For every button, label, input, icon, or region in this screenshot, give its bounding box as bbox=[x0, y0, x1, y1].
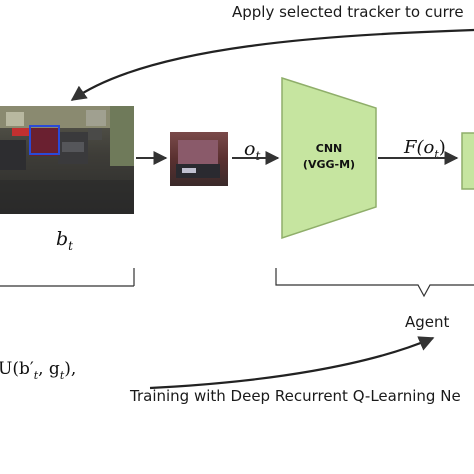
top-caption: Apply selected tracker to curre bbox=[232, 3, 464, 21]
bottom-caption: Training with Deep Recurrent Q-Learning … bbox=[129, 387, 461, 405]
cnn-title: CNN bbox=[316, 142, 343, 155]
observation-label: ot bbox=[244, 138, 260, 163]
training-arrow bbox=[150, 338, 433, 388]
frame-brace bbox=[0, 268, 134, 286]
cropped-patch-image bbox=[170, 132, 228, 186]
feedback-arrow bbox=[72, 30, 474, 100]
video-frame-image bbox=[0, 106, 134, 214]
cnn-subtitle: (VGG-M) bbox=[303, 158, 355, 171]
agent-brace bbox=[276, 268, 474, 296]
next-network-block bbox=[462, 133, 474, 189]
agent-label: Agent bbox=[405, 313, 450, 331]
frame-label: bt bbox=[56, 228, 73, 253]
iou-expression: U(b′t, gt), bbox=[0, 359, 76, 382]
